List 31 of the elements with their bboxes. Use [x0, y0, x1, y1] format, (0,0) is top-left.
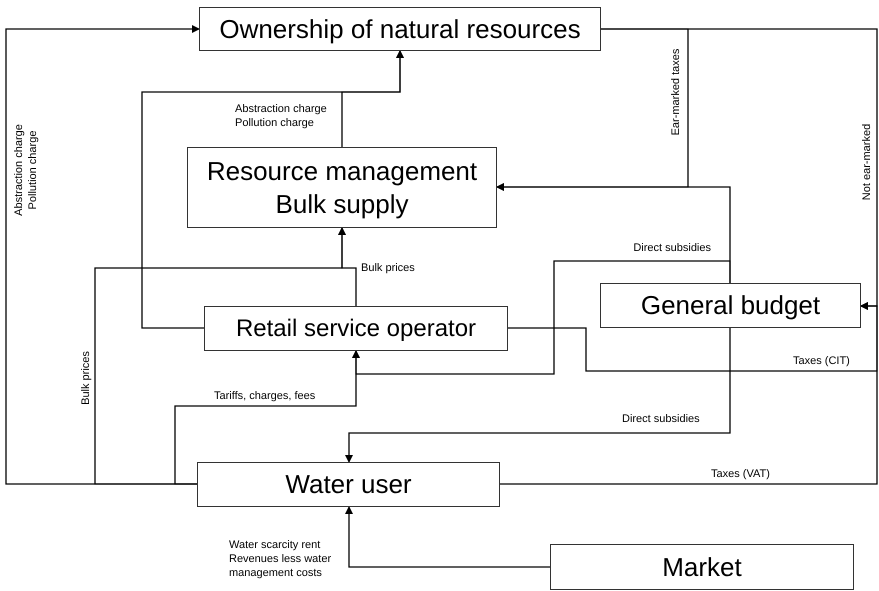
edge-label: Water scarcity rent Revenues less water management costs [229, 538, 332, 580]
arrow [338, 227, 357, 306]
edge-label: Abstraction charge Pollution charge [235, 102, 328, 130]
box-label: Market [661, 550, 743, 584]
box-label: Resource management Bulk supply [206, 155, 478, 220]
edge-label: Direct subsidies [622, 412, 700, 426]
edge-label: Bulk prices [361, 261, 415, 275]
edge-label: Ear-marked taxes [669, 48, 683, 136]
process-box [204, 306, 508, 351]
arrow [341, 50, 404, 147]
edge-label: Bulk prices [79, 351, 93, 405]
box-label: Ownership of natural resources [218, 12, 582, 46]
process-box [199, 7, 601, 51]
box-label: Retail service operator [234, 314, 478, 344]
process-box [187, 147, 497, 228]
box-label: General budget [640, 289, 822, 322]
arrow [345, 328, 731, 463]
process-box [197, 462, 500, 507]
edge-label: Taxes (VAT) [711, 467, 770, 481]
process-box [550, 544, 854, 590]
arrow [352, 260, 731, 375]
edge-label: Taxes (CIT) [793, 354, 850, 368]
arrow [345, 506, 550, 568]
arrow [5, 25, 200, 485]
process-box [600, 283, 861, 328]
edge-label: Abstraction charge Pollution charge [12, 123, 40, 218]
box-label: Water user [284, 468, 413, 501]
edge-label: Tariffs, charges, fees [214, 389, 316, 403]
arrow [500, 302, 878, 485]
edge-label: Not ear-marked [860, 124, 874, 200]
edge-label: Direct subsidies [633, 241, 711, 255]
